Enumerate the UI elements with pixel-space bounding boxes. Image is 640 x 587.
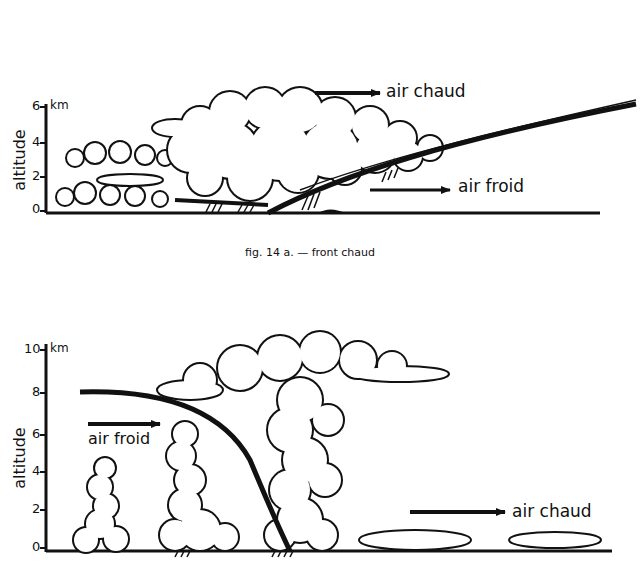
axis-value: 6 — [32, 99, 40, 114]
axis-value: 0 — [32, 202, 40, 217]
axis-title: altitude — [11, 129, 29, 190]
air-mass-label: air froid — [88, 430, 150, 448]
axis-value: 0 — [32, 540, 40, 555]
air-mass-label: air chaud — [386, 82, 466, 102]
axis-value: 6 — [32, 427, 40, 442]
air-mass-label: air chaud — [512, 502, 592, 522]
axis-value: 2 — [32, 169, 40, 184]
axis-value: 4 — [32, 464, 40, 479]
figure-caption: fig. 14 a. — front chaud — [245, 247, 375, 260]
axis-value: 4 — [32, 135, 40, 150]
axis-unit: km — [50, 342, 69, 356]
axis-value: 10 — [24, 342, 41, 357]
axis-value: 8 — [32, 385, 40, 400]
air-mass-label: air froid — [458, 177, 524, 197]
axis-unit: km — [50, 99, 69, 113]
axis-value: 2 — [32, 502, 40, 517]
axis-title: altitude — [11, 427, 29, 488]
